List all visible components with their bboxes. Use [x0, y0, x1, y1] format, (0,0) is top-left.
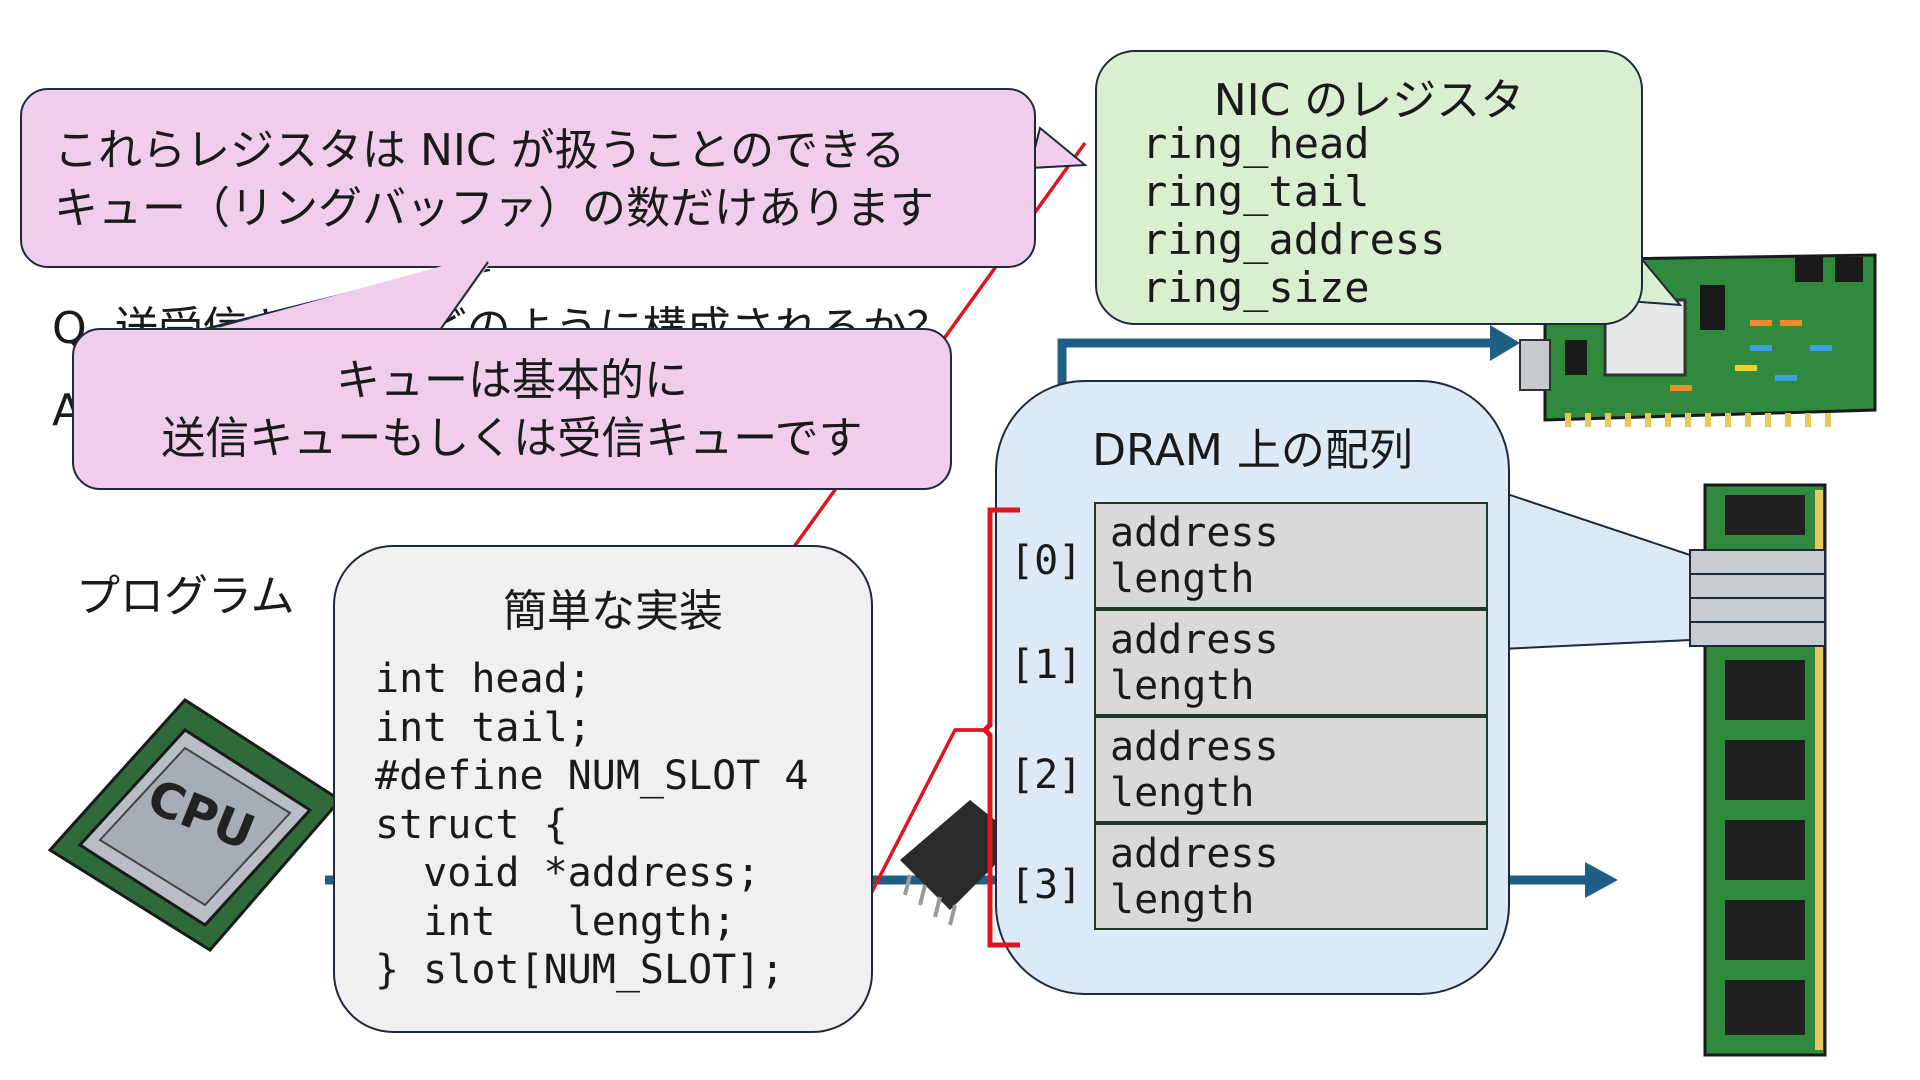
pink-bubble-top-line2: キュー（リングバッファ）の数だけあります: [54, 183, 934, 234]
bus-arrow-to-nic-head: [1490, 325, 1520, 361]
register-ring-head: ring_head: [1142, 119, 1370, 168]
cpu-icon: CPU: [47, 698, 340, 952]
nic-register-bubble: NIC のレジスタ ring_head ring_tail ring_addre…: [1095, 50, 1643, 325]
array-slot: address length: [1094, 716, 1488, 823]
slot-field-address: address: [1110, 724, 1279, 770]
register-ring-tail: ring_tail: [1142, 167, 1370, 216]
dram-bubble-pointer: [1480, 483, 1826, 652]
code-line: void *address;: [375, 850, 761, 896]
nic-register-title: NIC のレジスタ: [1213, 75, 1525, 126]
program-label: プログラム: [76, 571, 295, 622]
slot-field-length: length: [1110, 556, 1255, 602]
array-slot: address length: [1094, 609, 1488, 716]
slot-index: [2]: [1010, 752, 1083, 798]
slot-field-length: length: [1110, 663, 1255, 709]
pink-bubble-top-line1: これらレジスタは NIC が扱うことのできる: [54, 125, 906, 176]
array-slot: address length: [1094, 502, 1488, 609]
dram-array-title: DRAM 上の配列: [1092, 425, 1413, 476]
code-line: struct {: [375, 801, 568, 848]
pink-bubble-mid: キューは基本的に 送信キューもしくは受信キューです: [72, 328, 952, 490]
slot-index: [0]: [1010, 538, 1083, 584]
slot-field-address: address: [1110, 510, 1279, 556]
register-ring-size: ring_size: [1142, 263, 1370, 312]
slot-field-length: length: [1110, 877, 1255, 923]
simple-impl-bubble: 簡単な実装 int head;int tail;#define NUM_SLOT…: [333, 545, 873, 1033]
slot-index: [3]: [1010, 862, 1083, 908]
pink-bubble-top: これらレジスタは NIC が扱うことのできる キュー（リングバッファ）の数だけあ…: [20, 88, 1036, 268]
code-line: int length;: [375, 898, 737, 945]
code-line: int tail;: [375, 704, 592, 751]
code-line: } slot[NUM_SLOT];: [375, 947, 785, 993]
bus-arrow-to-dram-head: [1585, 862, 1618, 898]
simple-impl-title: 簡単な実装: [503, 586, 723, 637]
slot-field-address: address: [1110, 831, 1279, 877]
code-line: int head;: [375, 656, 592, 702]
code-line: #define NUM_SLOT 4: [375, 753, 809, 799]
pink-bubble-mid-line1: キューは基本的に: [336, 355, 688, 406]
slot-field-length: length: [1110, 770, 1255, 816]
pink-bubble-mid-line2: 送信キューもしくは受信キューです: [161, 413, 863, 464]
nic-register-list: ring_head ring_tail ring_address ring_si…: [1142, 120, 1445, 312]
array-slot: address length: [1094, 823, 1488, 930]
slot-field-address: address: [1110, 617, 1279, 663]
slot-index: [1]: [1010, 642, 1083, 688]
register-ring-address: ring_address: [1142, 215, 1446, 264]
